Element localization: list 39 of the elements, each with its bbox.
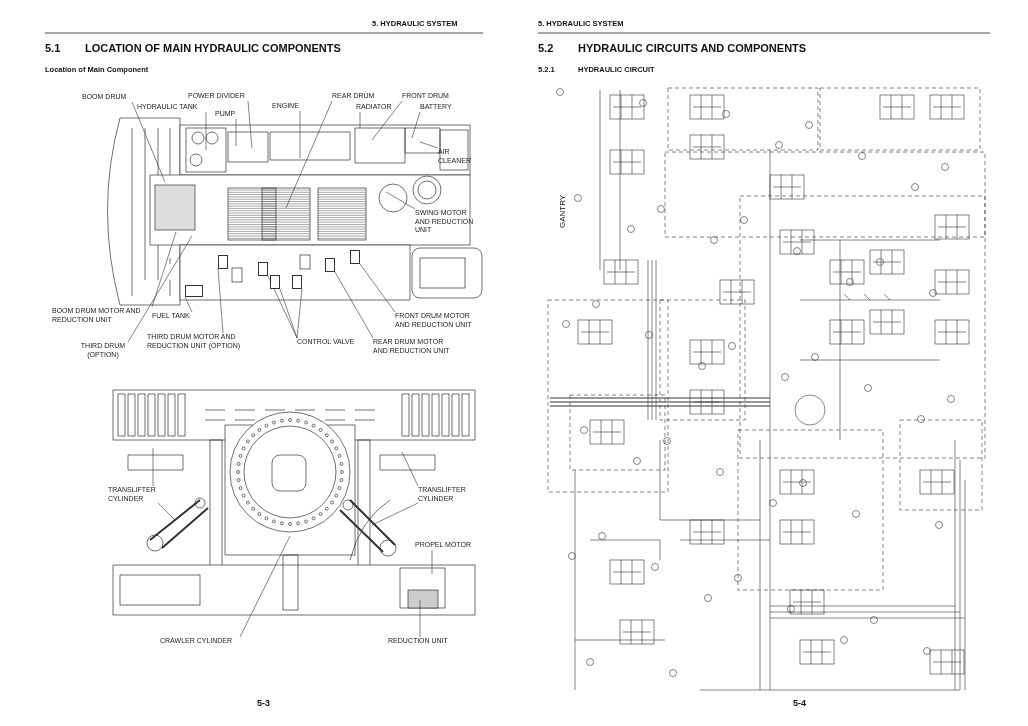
leader-line	[239, 535, 291, 638]
leader-line	[217, 268, 224, 334]
component-block	[350, 250, 360, 264]
leader-line	[359, 111, 361, 129]
component-block	[292, 275, 302, 289]
heading-text: 5.1	[45, 42, 61, 54]
leader-line	[359, 263, 396, 313]
heading-text: 5-3	[257, 698, 270, 708]
heading-text: 5-4	[793, 698, 806, 708]
leader-line	[299, 110, 301, 159]
leader-line	[157, 502, 176, 521]
component-block	[258, 262, 268, 276]
leader-line	[401, 451, 419, 487]
leader-line	[247, 100, 253, 149]
leader-line	[334, 271, 374, 339]
leader-line	[279, 288, 298, 339]
component-block	[185, 285, 203, 297]
leader-line	[127, 235, 193, 343]
heading-text: HYDRAULIC CIRCUITS AND COMPONENTS	[578, 42, 807, 54]
leader-line	[131, 101, 166, 183]
leader-line	[371, 502, 419, 526]
group-label: GANTRY	[558, 194, 567, 228]
leader-line	[371, 100, 403, 141]
leader-line	[205, 111, 207, 151]
heading-text: 5.2	[538, 42, 554, 54]
leader-line	[151, 231, 177, 308]
leader-line	[235, 118, 237, 147]
leader-line	[285, 100, 333, 209]
component-block	[270, 275, 280, 289]
leader-line	[296, 288, 303, 339]
leader-line	[152, 447, 154, 487]
component-block	[325, 258, 335, 272]
leader-line	[431, 549, 433, 575]
leader-line	[411, 111, 421, 139]
leader-line	[419, 141, 439, 149]
leader-line	[184, 296, 193, 313]
heading-text: LOCATION OF MAIN HYDRAULIC COMPONENTS	[85, 42, 341, 54]
component-block	[218, 255, 228, 269]
leader-line	[419, 599, 421, 638]
